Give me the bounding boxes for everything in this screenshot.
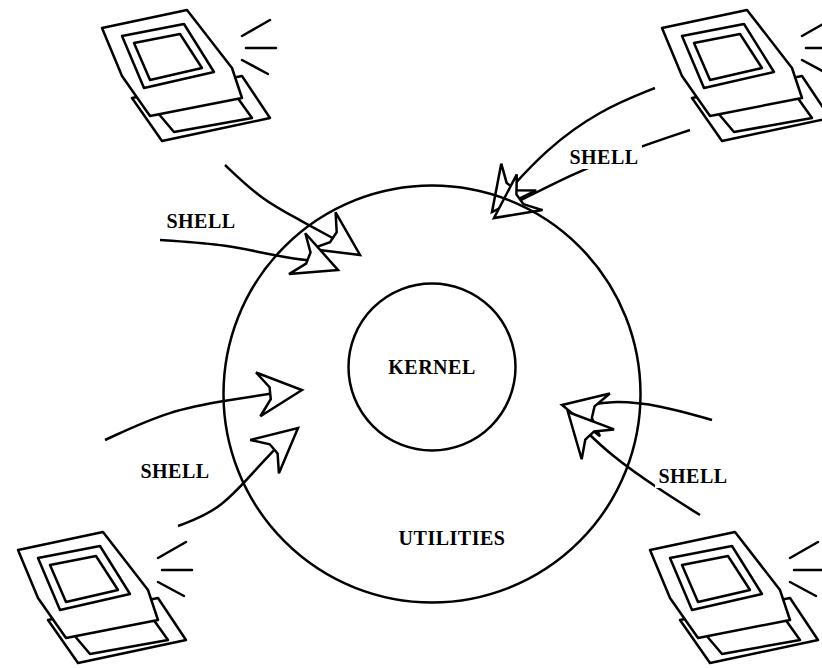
sound-line xyxy=(242,60,268,74)
shell-arrow-line xyxy=(105,393,276,440)
terminal-screen xyxy=(134,34,202,80)
kernel-circle: KERNEL xyxy=(347,282,517,452)
terminal-screen-frame xyxy=(38,546,130,610)
sound-line xyxy=(802,60,822,74)
sound-line xyxy=(246,47,276,50)
terminal-screen xyxy=(50,556,118,602)
shell-arrow-line xyxy=(508,88,655,191)
node-label: KERNEL xyxy=(388,356,475,378)
terminal-monitor xyxy=(18,532,158,638)
shell-arrow-line xyxy=(225,165,339,241)
shell-arrow-line xyxy=(516,130,690,202)
terminal-screen-frame xyxy=(682,24,774,88)
terminal-screen xyxy=(682,556,750,602)
utilities-ring: UTILITIES KERNEL xyxy=(222,184,642,604)
sound-line xyxy=(242,20,270,36)
shell-arrow-line xyxy=(583,402,712,420)
shell-arrow-line xyxy=(178,444,279,526)
terminal-screen xyxy=(694,34,762,80)
sound-line xyxy=(794,569,822,572)
sound-line xyxy=(802,20,822,36)
terminal-monitor xyxy=(102,10,242,116)
sound-line xyxy=(790,542,818,558)
shell-arrowhead xyxy=(568,412,614,459)
terminal-icon xyxy=(650,532,822,663)
shell-arrowhead xyxy=(289,233,338,274)
terminal-monitor xyxy=(662,10,802,116)
shell-arrowhead xyxy=(256,372,302,416)
shell-arrowhead xyxy=(250,428,298,473)
shell-arrow-line xyxy=(160,240,313,261)
terminal-icon xyxy=(18,532,192,663)
terminal-screen-frame xyxy=(670,546,762,610)
node-label: UTILITIES xyxy=(399,527,506,549)
sound-line xyxy=(162,569,192,572)
shell-label: SHELL xyxy=(655,464,730,488)
shell-label: SHELL xyxy=(137,459,212,483)
sound-line xyxy=(806,47,822,50)
terminal-icon xyxy=(102,10,276,141)
sound-line xyxy=(790,582,816,596)
shell-label: SHELL xyxy=(163,209,238,233)
terminal-screen-frame xyxy=(122,24,214,88)
terminal-icon xyxy=(662,10,822,141)
terminal-monitor xyxy=(650,532,790,638)
sound-line xyxy=(158,582,184,596)
sound-line xyxy=(158,542,186,558)
shell-label: SHELL xyxy=(566,145,641,169)
